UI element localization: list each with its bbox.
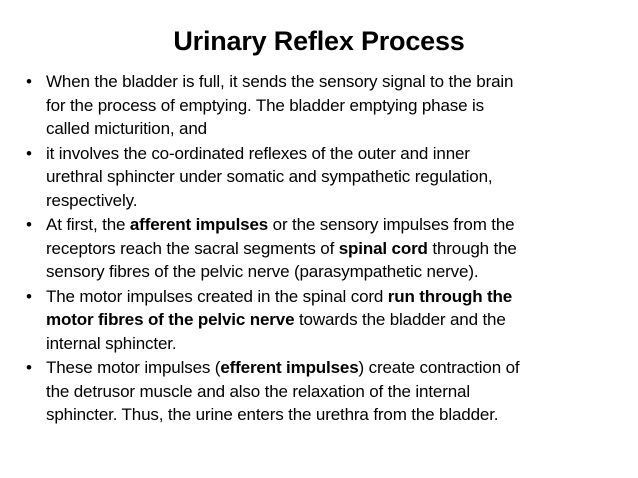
- text-segment: sensory fibres of the pelvic nerve (para…: [46, 262, 479, 281]
- text-segment: towards the bladder and the: [294, 310, 506, 329]
- bullet-marker: •: [26, 143, 32, 163]
- bullet-marker: •: [26, 215, 32, 234]
- bullet-marker: •: [26, 286, 32, 306]
- text-segment: it involves the co-ordinated reflexes of…: [46, 143, 470, 163]
- bullet-line: The motor impulses created in the spinal…: [46, 285, 616, 309]
- bold-text-segment: run through the: [387, 286, 513, 306]
- text-segment: ) create contraction of: [358, 358, 520, 377]
- bullet-marker: •: [26, 358, 32, 377]
- bullet-item: • When the bladder is full, it sends the …: [26, 70, 616, 141]
- bullet-line: These motor impulses (efferent impulses)…: [46, 356, 616, 380]
- text-segment: the detrusor muscle and also the relaxat…: [46, 381, 470, 401]
- bullet-line: internal sphincter.: [46, 332, 616, 356]
- text-segment: The motor impulses created in the spinal…: [46, 286, 388, 306]
- bullet-item: • it involves the co-ordinated reflexes o…: [26, 142, 616, 213]
- bullet-marker: •: [26, 72, 32, 91]
- bold-text-segment: efferent impulses: [220, 358, 359, 377]
- text-segment: These motor impulses (: [46, 358, 221, 377]
- bullet-item: • At first, the afferent impulses or the …: [26, 213, 616, 284]
- text-segment: urethral sphincter under somatic and sym…: [46, 167, 493, 186]
- bullet-list: • When the bladder is full, it sends the …: [26, 70, 616, 428]
- bullet-line: the detrusor muscle and also the relaxat…: [46, 380, 616, 404]
- bullet-line: sensory fibres of the pelvic nerve (para…: [46, 260, 616, 284]
- text-segment: sphincter. Thus, the urine enters the ur…: [46, 405, 499, 424]
- text-segment: When the bladder is full, it sends the s…: [46, 72, 514, 91]
- text-segment: internal sphincter.: [46, 333, 177, 353]
- text-segment: through the: [427, 238, 517, 258]
- text-segment: for the process of emptying. The bladder…: [46, 95, 484, 115]
- bullet-item: • These motor impulses (efferent impulses…: [26, 356, 616, 427]
- bullet-line: At first, the afferent impulses or the s…: [46, 213, 616, 237]
- bullet-line: it involves the co-ordinated reflexes of…: [46, 142, 616, 166]
- text-segment: receptors reach the sacral segments of: [46, 238, 339, 258]
- bullet-line: receptors reach the sacral segments of s…: [46, 237, 616, 261]
- slide-title: Urinary Reflex Process: [173, 26, 465, 56]
- bold-text-segment: spinal cord: [338, 238, 428, 258]
- bullet-item: • The motor impulses created in the spina…: [26, 285, 616, 356]
- bold-text-segment: afferent impulses: [129, 215, 269, 234]
- text-segment: At first, the: [46, 215, 130, 234]
- bullet-line: sphincter. Thus, the urine enters the ur…: [46, 403, 616, 427]
- bold-text-segment: motor fibres of the pelvic nerve: [46, 310, 295, 329]
- bullet-line: motor fibres of the pelvic nerve towards…: [46, 308, 616, 332]
- bullet-line: respectively.: [46, 189, 616, 213]
- bullet-line: urethral sphincter under somatic and sym…: [46, 165, 616, 189]
- bullet-line: When the bladder is full, it sends the s…: [46, 70, 616, 94]
- text-segment: respectively.: [46, 190, 138, 210]
- text-segment: or the sensory impulses from the: [268, 215, 515, 234]
- bullet-line: for the process of emptying. The bladder…: [46, 94, 616, 118]
- text-segment: called micturition, and: [46, 119, 207, 138]
- bullet-line: called micturition, and: [46, 117, 616, 141]
